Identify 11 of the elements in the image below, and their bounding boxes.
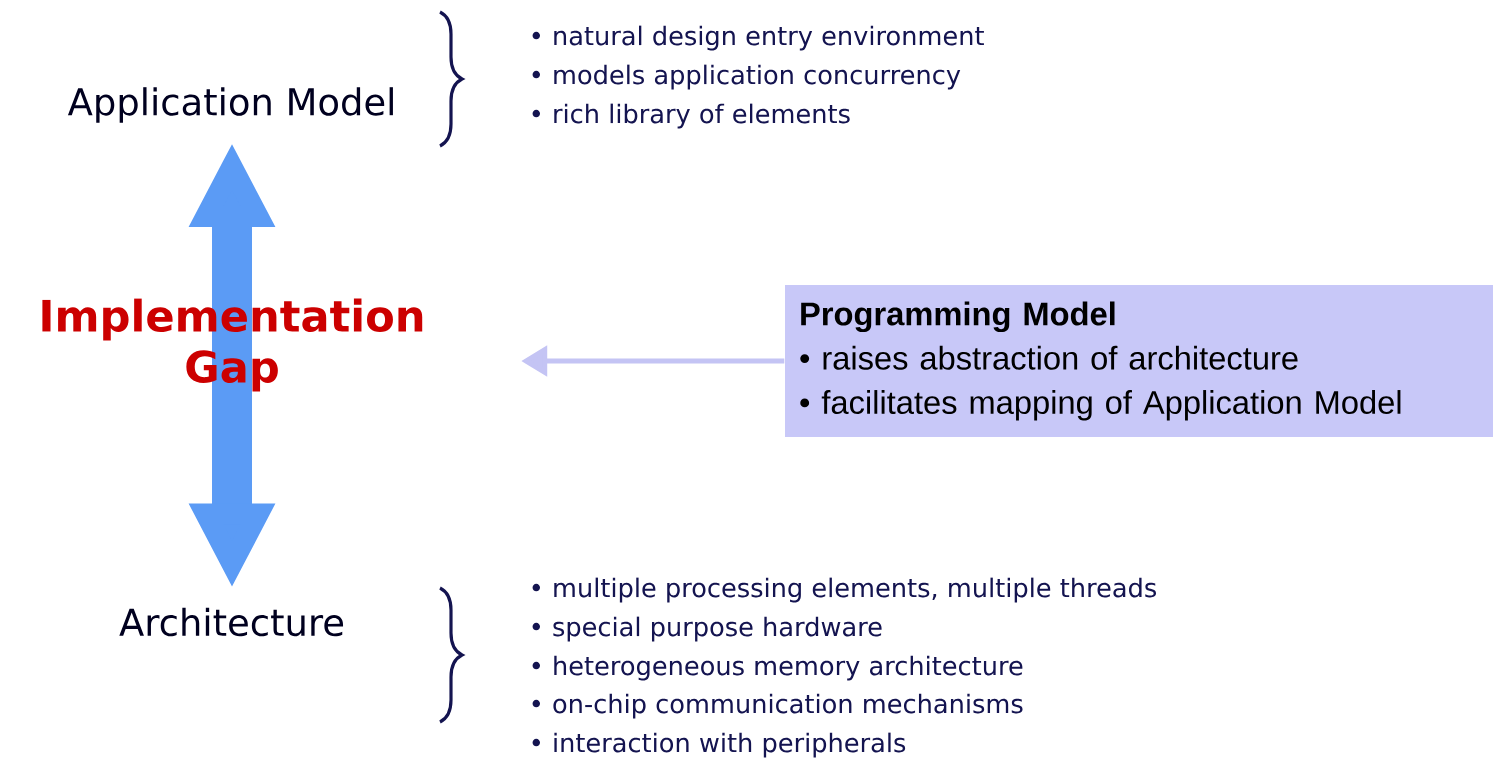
bullet-item: • multiple processing elements, multiple threads (532, 577, 1156, 603)
bullet-item: • rich library of elements (532, 103, 850, 129)
bullet-item: • natural design entry environment (532, 25, 984, 51)
bullet-item: • heterogeneous memory architecture (532, 655, 1023, 681)
bullet-item: • on-chip communication mechanisms (532, 693, 1023, 719)
bullet-item: • models application concurrency (532, 64, 961, 90)
level-title: Architecture (119, 607, 344, 637)
level-title: Application Model (67, 87, 393, 123)
note-box: Programming Model • raises abstraction of architecture • facilitates mapping of Application Model (785, 285, 1493, 437)
bullet-item: • special purpose hardware (532, 616, 882, 642)
bullet-item: • interaction with peripherals (532, 732, 906, 758)
